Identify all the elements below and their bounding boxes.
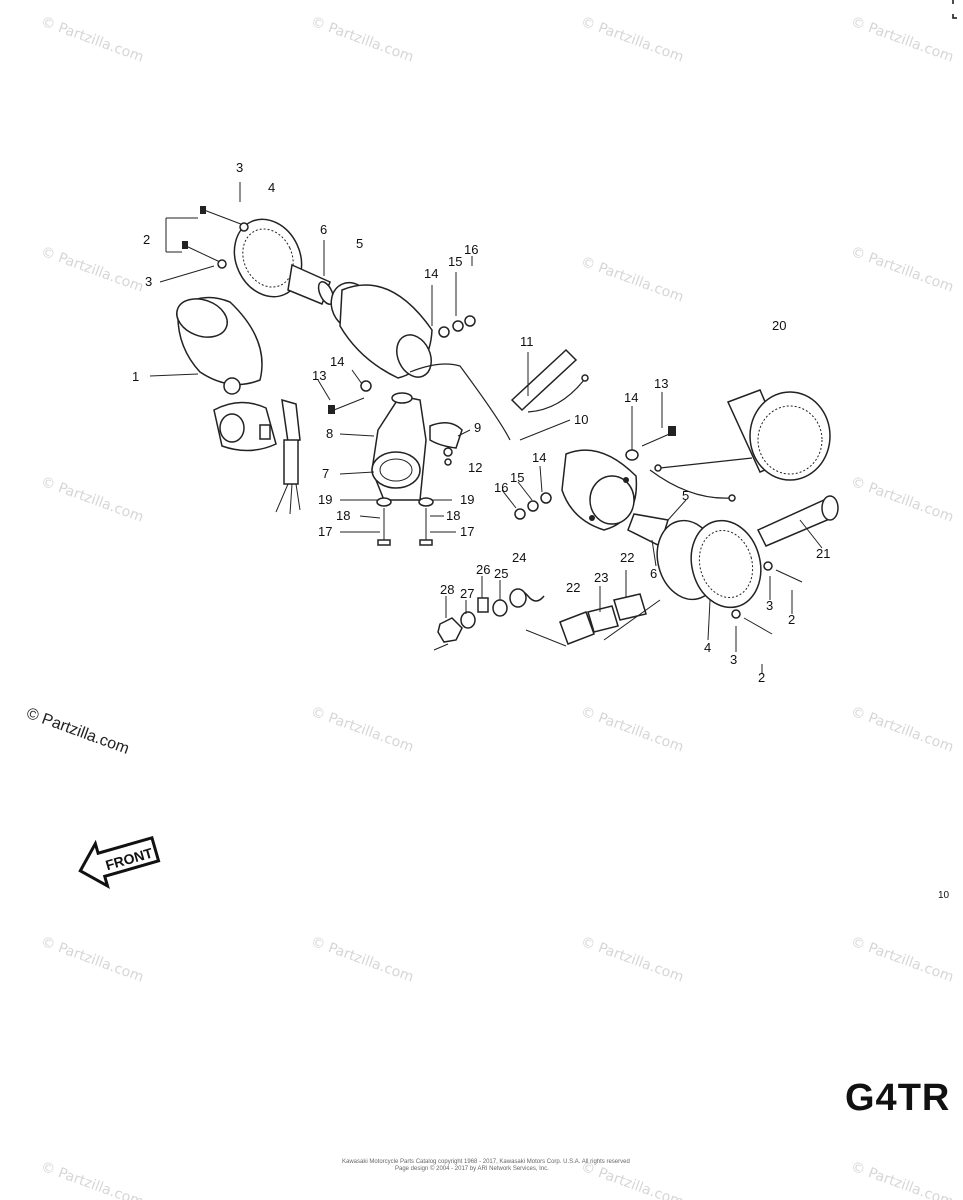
callout-23: 23 [594,570,608,585]
lower-hardware [433,588,661,651]
callout-15: 15 [448,254,462,269]
callout-19: 19 [318,492,332,507]
callout-14: 14 [424,266,438,281]
watermark: © Partzilla.com [39,1159,146,1200]
left-mount-lamp [176,296,301,515]
callout-17: 17 [460,524,474,539]
callout-12: 12 [468,460,482,475]
callout-14: 14 [330,354,344,369]
callout-14: 14 [532,450,546,465]
callout-13: 13 [654,376,668,391]
watermark: © Partzilla.com [39,474,146,526]
callout-24: 24 [512,550,526,565]
watermark: © Partzilla.com [579,704,686,756]
callout-20: 20 [772,318,786,333]
callout-3: 3 [766,598,773,613]
copyright-line: Kawasaki Motorcycle Parts Catalog copyri… [342,1159,630,1165]
watermark: © Partzilla.com [39,14,146,66]
rear-right-signal-lower [514,449,803,635]
watermark: © Partzilla.com [849,934,956,986]
watermark: © Partzilla.com [579,14,686,66]
watermark: © Partzilla.com [849,1159,956,1200]
callout-25: 25 [494,566,508,581]
callout-6: 6 [320,222,327,237]
callout-8: 8 [326,426,333,441]
callout-3: 3 [730,652,737,667]
callout-5: 5 [356,236,363,251]
tube-and-wire [510,348,589,413]
watermark: © Partzilla.com [39,244,146,296]
callout-22: 22 [620,550,634,565]
callout-7: 7 [322,466,329,481]
callout-1: 1 [132,369,139,384]
callout-17: 17 [318,524,332,539]
callout-5: 5 [682,488,689,503]
watermark: © Partzilla.com [849,474,956,526]
watermark: © Partzilla.com [579,934,686,986]
callout-11: 11 [520,334,534,349]
shaft-21 [756,495,839,547]
callout-3: 3 [236,160,243,175]
callout-13: 13 [312,368,326,383]
callout-labels: 1 2 3 3 4 5 6 14 15 16 20 11 10 13 14 9 … [132,160,830,685]
watermark: © Partzilla.com [849,244,956,296]
callout-18: 18 [446,508,460,523]
callout-2: 2 [788,612,795,627]
callout-9: 9 [474,420,481,435]
callout-6: 6 [650,566,657,581]
rear-right-signal-upper [625,389,831,481]
callout-26: 26 [476,562,490,577]
watermark: © Partzilla.com [849,14,956,66]
callout-21: 21 [816,546,830,561]
callout-3: 3 [145,274,152,289]
callout-22: 22 [566,580,580,595]
callout-15: 15 [510,470,524,485]
corner-mark [952,0,957,19]
callout-16: 16 [494,480,508,495]
watermark: © Partzilla.com [309,704,416,756]
watermark: © Partzilla.com [39,934,146,986]
copyright-line: Page design © 2004 - 2017 by ARI Network… [395,1166,549,1172]
callout-2: 2 [143,232,150,247]
page-number: 10 [938,890,950,901]
callout-14: 14 [624,390,638,405]
watermark: © Partzilla.com [309,14,416,66]
callout-28: 28 [440,582,454,597]
callout-27: 27 [460,586,474,601]
callout-16: 16 [464,242,478,257]
callout-4: 4 [268,180,275,195]
callout-10: 10 [574,412,588,427]
front-left-signal [182,206,511,441]
watermark: © Partzilla.com [309,934,416,986]
callout-19: 19 [460,492,474,507]
center-switch [328,380,463,546]
callout-18: 18 [336,508,350,523]
model-code: G4TR [845,1077,951,1119]
callout-2: 2 [758,670,765,685]
callout-4: 4 [704,640,711,655]
front-arrow: FRONT [78,835,161,889]
watermark: © Partzilla.com [579,254,686,306]
leader-lines [149,182,823,674]
watermark: © Partzilla.com [849,704,956,756]
